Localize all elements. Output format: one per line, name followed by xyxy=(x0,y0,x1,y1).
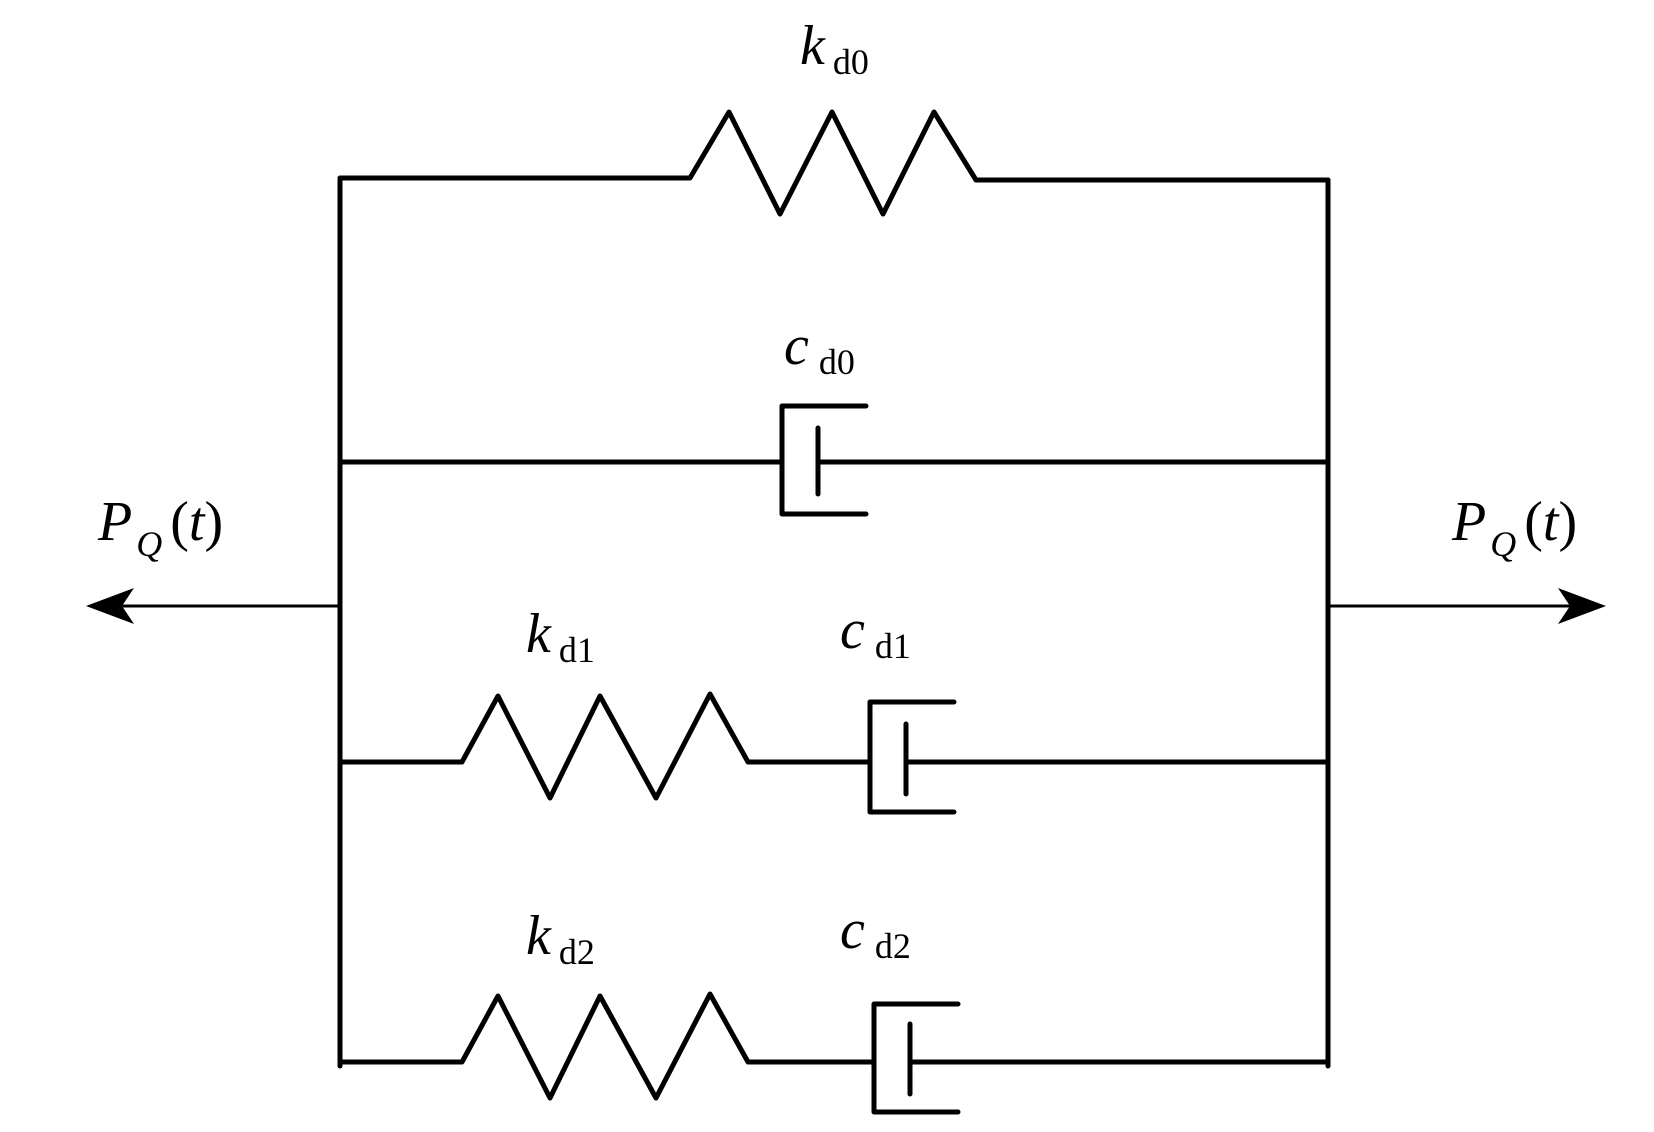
spring-kd1 xyxy=(337,691,873,801)
dashpot-cd0-cylinder xyxy=(779,403,869,517)
load-arrow-right xyxy=(1330,588,1606,624)
load-arrow-left xyxy=(86,588,338,624)
spring-kd0 xyxy=(337,109,1331,217)
dashpot-cd2-cylinder xyxy=(871,1001,961,1115)
branch-spring-kd0 xyxy=(337,109,1331,217)
spring-kd2 xyxy=(337,991,877,1101)
branch-maxwell-2 xyxy=(337,991,1331,1115)
branch-maxwell-1 xyxy=(337,691,1331,815)
load-arrow-left-head xyxy=(86,588,134,624)
branch-dashpot-cd0 xyxy=(337,403,1331,517)
load-arrow-right-head xyxy=(1558,588,1606,624)
dashpot-cd1-cylinder xyxy=(867,699,957,815)
